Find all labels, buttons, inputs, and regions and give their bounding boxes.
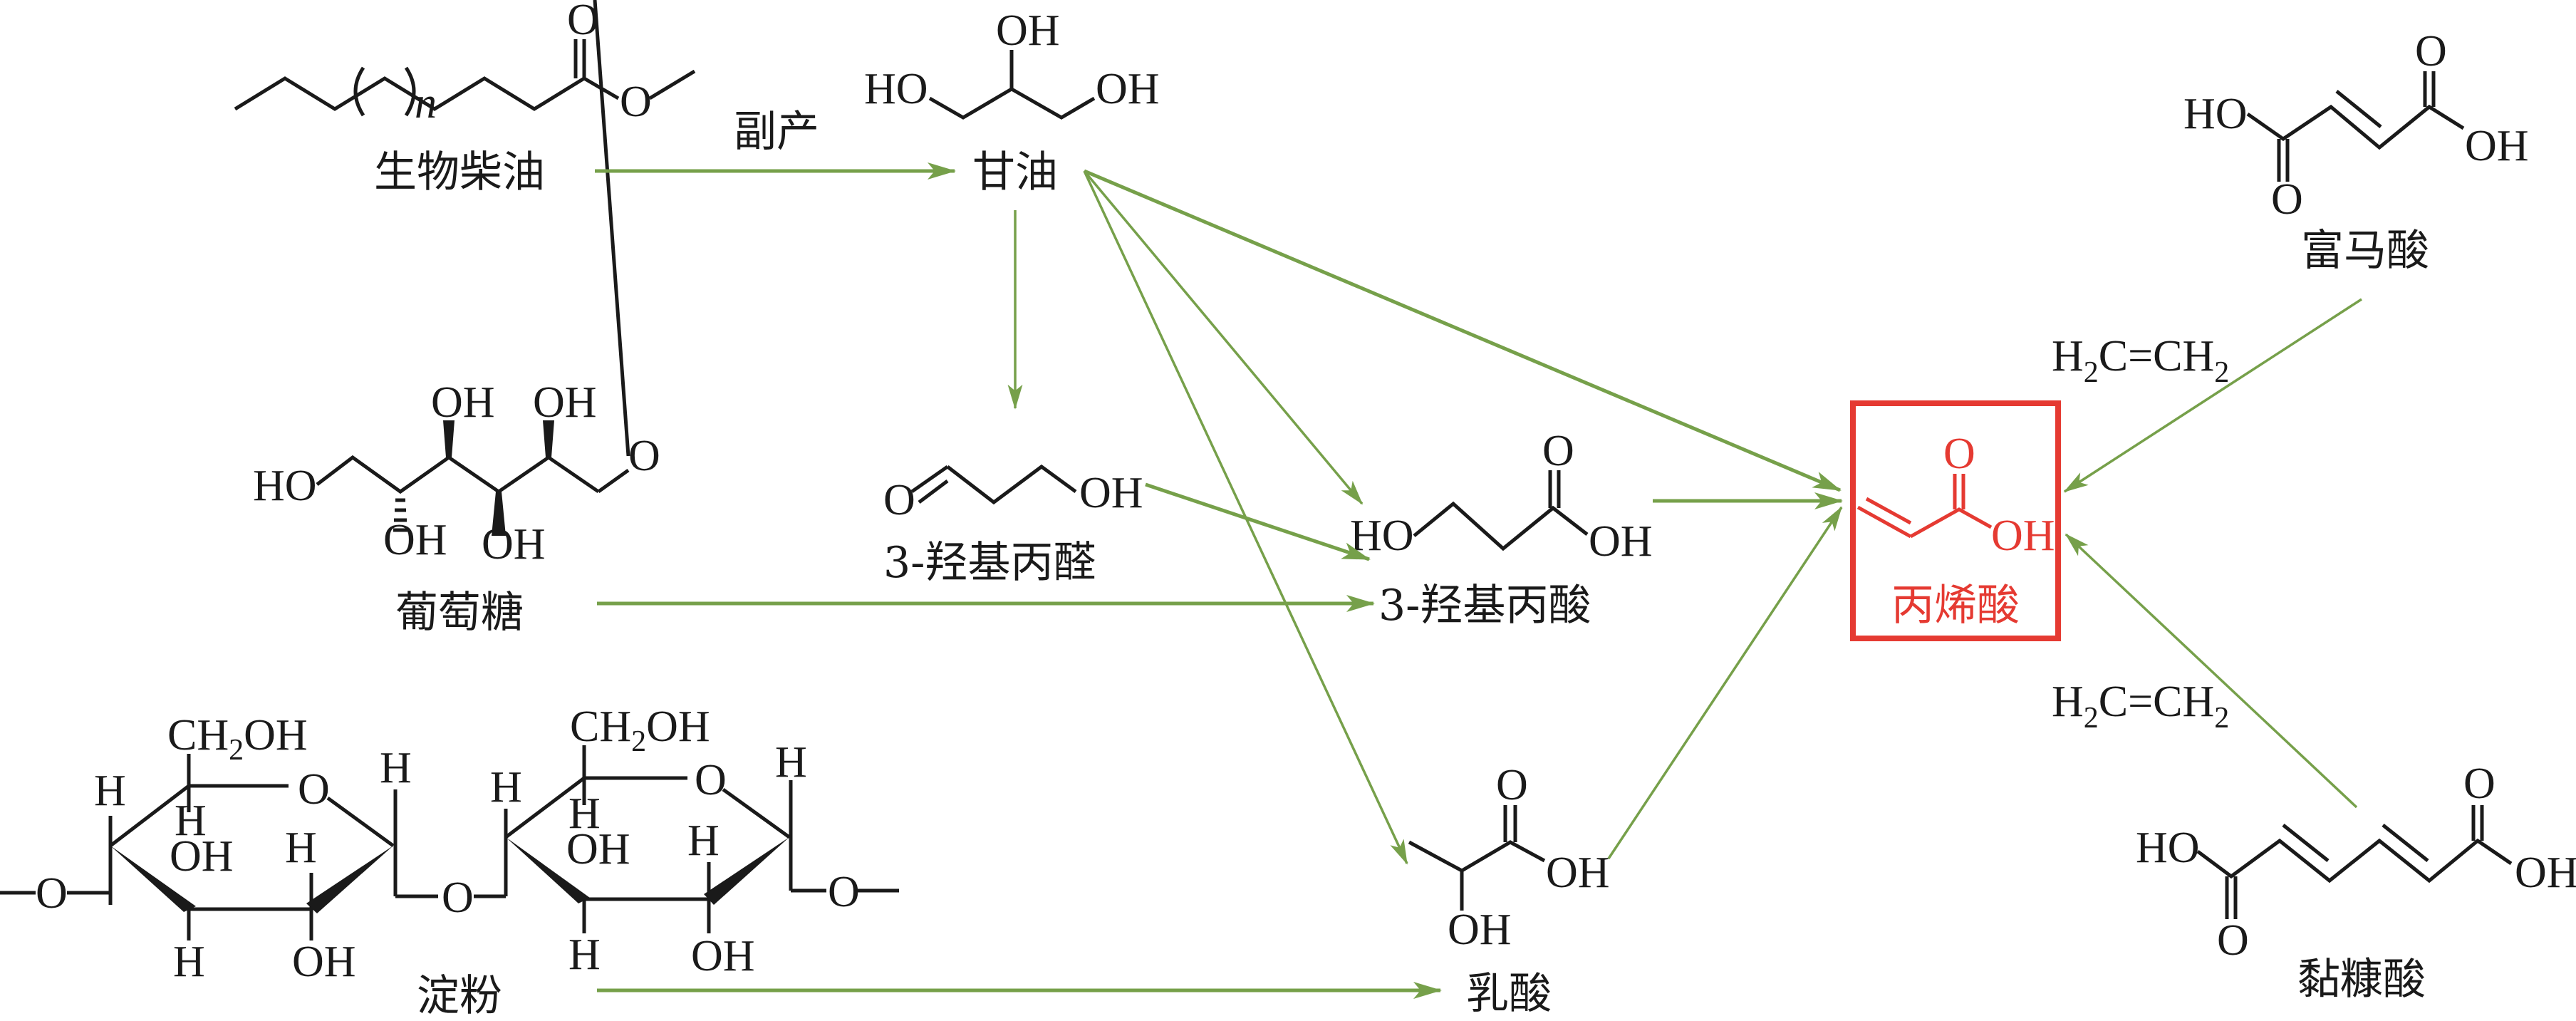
lactic-acid-structure: O OH OH [1408, 761, 1610, 954]
atom-ho: HO [2183, 90, 2248, 138]
atom-oh: OH [566, 825, 630, 874]
fumaric-acid-structure: HO O O OH [2183, 27, 2529, 224]
atom-ho: HO [253, 462, 317, 510]
label-acrylic-acid: 丙烯酸 [1891, 581, 2020, 631]
atom-oh: OH [431, 378, 495, 427]
biodiesel-structure: n O O [234, 0, 696, 128]
atom-h: H [175, 797, 207, 845]
atom-oh: OH [1991, 512, 2055, 560]
atom-h: H [568, 931, 601, 979]
atom-o: O [442, 874, 474, 922]
atom-o: O [1542, 427, 1574, 475]
hpa-structure: O OH [883, 464, 1143, 524]
atom-o: O [36, 869, 68, 918]
atom-oh: OH [2465, 122, 2529, 170]
atom-h: H [94, 767, 126, 815]
atom-oh: OH [1448, 906, 1512, 954]
atom-oh: OH [2515, 849, 2576, 897]
atom-o: O [2271, 175, 2303, 224]
glucose-structure: HO O OH OH OH OH [253, 0, 660, 569]
atom-ho: HO [1350, 512, 1414, 560]
label-fumaric-acid: 富马酸 [2301, 226, 2429, 276]
atom-h: H [380, 744, 412, 792]
atom-oh: OH [482, 520, 546, 569]
atom-oh: OH [1096, 65, 1160, 113]
atom-ho: HO [2136, 824, 2200, 872]
atom-h: H [687, 817, 720, 865]
arrow-fumaric-to-acrylic [2063, 298, 2362, 493]
label-biodiesel: 生物柴油 [374, 147, 545, 197]
atom-o: O [2217, 916, 2249, 965]
reagent-ethylene: H2C=CH2 [2052, 678, 2229, 735]
arrow-hpa-to-hp-acid [1145, 482, 1371, 561]
atom-o: O [2463, 760, 2496, 808]
atom-o: O [828, 868, 860, 916]
repeat-subscript: n [415, 79, 437, 128]
label-glucose: 葡萄糖 [395, 588, 524, 638]
label-muconic-acid: 黏糠酸 [2297, 955, 2426, 1005]
arrow-label-byproduct: 副产 [734, 107, 819, 157]
reagent-ethylene: H2C=CH2 [2052, 332, 2229, 389]
atom-h: H [173, 938, 205, 986]
atom-h: H [568, 789, 601, 838]
atom-oh: OH [691, 932, 755, 980]
label-hp-acid: 3-羟基丙酸 [1378, 581, 1591, 631]
atom-ch2oh: CH2OH [167, 711, 308, 767]
arrow-muconic-to-acrylic [2065, 533, 2358, 809]
atom-o: O [1496, 761, 1528, 809]
pathway-arrows [595, 162, 2362, 999]
atom-o: O [1943, 430, 1975, 478]
atom-h: H [775, 738, 807, 787]
atom-oh: OH [1546, 849, 1610, 897]
atom-o: O [298, 765, 330, 814]
atom-o: O [628, 432, 660, 480]
atom-o: O [883, 476, 915, 524]
label-starch: 淀粉 [417, 971, 502, 1021]
atom-oh: OH [383, 516, 447, 564]
atom-ch2oh: CH2OH [570, 703, 710, 758]
atom-oh: OH [292, 938, 356, 986]
atom-ho: HO [864, 65, 928, 113]
atom-oh: OH [170, 832, 234, 881]
hashed-bond [393, 498, 407, 532]
atom-oh: OH [1589, 517, 1653, 566]
label-lactic-acid: 乳酸 [1466, 969, 1552, 1019]
atom-o: O [695, 756, 727, 804]
arrow-lactic-to-acrylic [1607, 506, 1843, 859]
muconic-acid-structure: HO O O OH [2136, 760, 2576, 965]
starch-structure: O O CH2OH H H OH H H OH H O H O [0, 703, 899, 986]
label-hpa: 3-羟基丙醛 [883, 538, 1096, 588]
arrow-glycerol-to-hp-acid [1083, 170, 1364, 505]
label-glycerol: 甘油 [972, 147, 1058, 197]
atom-o: O [2415, 27, 2447, 76]
glycerol-structure: HO OH OH [864, 6, 1160, 120]
atom-oh: OH [1079, 469, 1143, 517]
atom-h: H [490, 763, 522, 812]
atom-oh: OH [996, 6, 1060, 55]
acrylic-acid-box: O OH 丙烯酸 [1850, 400, 2061, 641]
atom-h: H [285, 824, 317, 872]
arrow-glycerol-to-acrylic [1084, 169, 1842, 492]
atom-oh: OH [533, 378, 597, 427]
hp-acid-structure: HO O OH [1350, 427, 1653, 566]
atom-o: O [620, 78, 652, 126]
